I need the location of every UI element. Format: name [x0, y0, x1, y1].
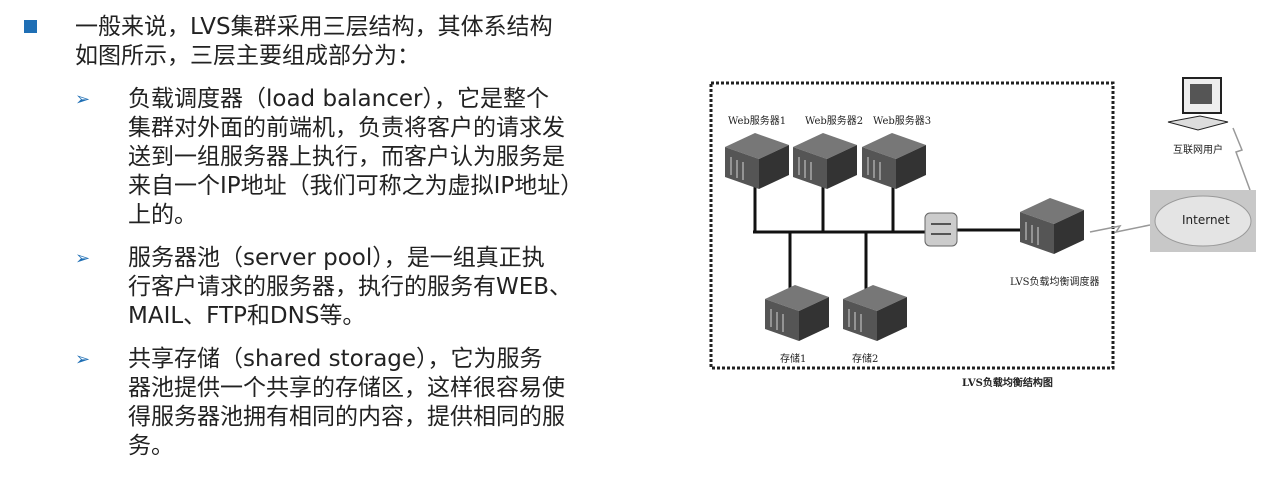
- text-line: 负载调度器（load balancer），它是整个: [128, 86, 549, 112]
- web-server-1-label: Web服务器1: [728, 116, 787, 127]
- text-line: 器池提供一个共享的存储区，这样很容易使: [128, 375, 565, 401]
- wireless-link: [1089, 224, 1151, 234]
- text-line: 得服务器池拥有相同的内容，提供相同的服: [128, 404, 565, 430]
- storage-1-label: 存储1: [780, 354, 807, 365]
- text-line: 送到一组服务器上执行，而客户认为服务是: [128, 144, 565, 170]
- web-server-1-icon: [725, 133, 789, 189]
- arrow-bullet-icon: ➢: [75, 349, 91, 370]
- storage-2-label: 存储2: [852, 354, 879, 365]
- internet-cloud-icon: [1150, 190, 1256, 252]
- lvs-server-icon: [1020, 198, 1084, 254]
- lvs-scheduler-label: LVS负载均衡调度器: [1010, 277, 1100, 288]
- switch-icon: [924, 212, 958, 247]
- text-line: 上的。: [128, 202, 197, 228]
- arrow-bullet-icon: ➢: [75, 89, 91, 110]
- cluster-boundary: [709, 81, 1115, 370]
- text-line: 共享存储（shared storage），它为服务: [128, 346, 543, 372]
- text-line: 来自一个IP地址（我们可称之为虚拟IP地址）: [128, 173, 584, 199]
- web-server-3-label: Web服务器3: [873, 116, 932, 127]
- internet-label: Internet: [1182, 213, 1230, 227]
- diagram-caption: LVS负载均衡结构图: [962, 378, 1053, 389]
- text-line: 一般来说，LVS集群采用三层结构，其体系结构: [75, 14, 553, 40]
- text-line: MAIL、FTP和DNS等。: [128, 303, 366, 329]
- text-line: 集群对外面的前端机，负责将客户的请求发: [128, 115, 565, 141]
- web-server-2-icon: [793, 133, 857, 189]
- web-server-2-label: Web服务器2: [805, 116, 864, 127]
- web-server-3-icon: [862, 133, 926, 189]
- internet-user-label: 互联网用户: [1173, 145, 1223, 156]
- pc-icon: [1167, 77, 1229, 131]
- text-line: 行客户请求的服务器，执行的服务有WEB、: [128, 274, 573, 300]
- text-line: 务。: [128, 433, 174, 459]
- network-lines: [753, 175, 1020, 295]
- storage-1-icon: [765, 285, 829, 341]
- bullet-square: [24, 20, 37, 33]
- arrow-bullet-icon: ➢: [75, 248, 91, 269]
- text-line: 如图所示，三层主要组成部分为：: [75, 43, 420, 69]
- storage-2-icon: [843, 285, 907, 341]
- text-line: 服务器池（server pool），是一组真正执: [128, 245, 545, 271]
- wireless-link: [1232, 127, 1251, 191]
